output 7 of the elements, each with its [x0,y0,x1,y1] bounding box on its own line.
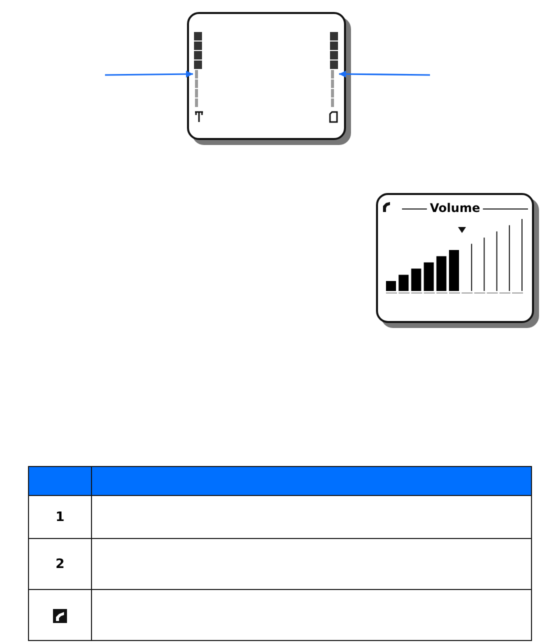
table-cell: 2 [28,538,92,590]
screen-title: Volume [426,201,484,215]
level-bar [194,32,202,108]
level-bar [330,32,338,108]
table-cell: 1 [28,496,92,538]
arrow [105,70,193,78]
arrow [339,70,430,78]
